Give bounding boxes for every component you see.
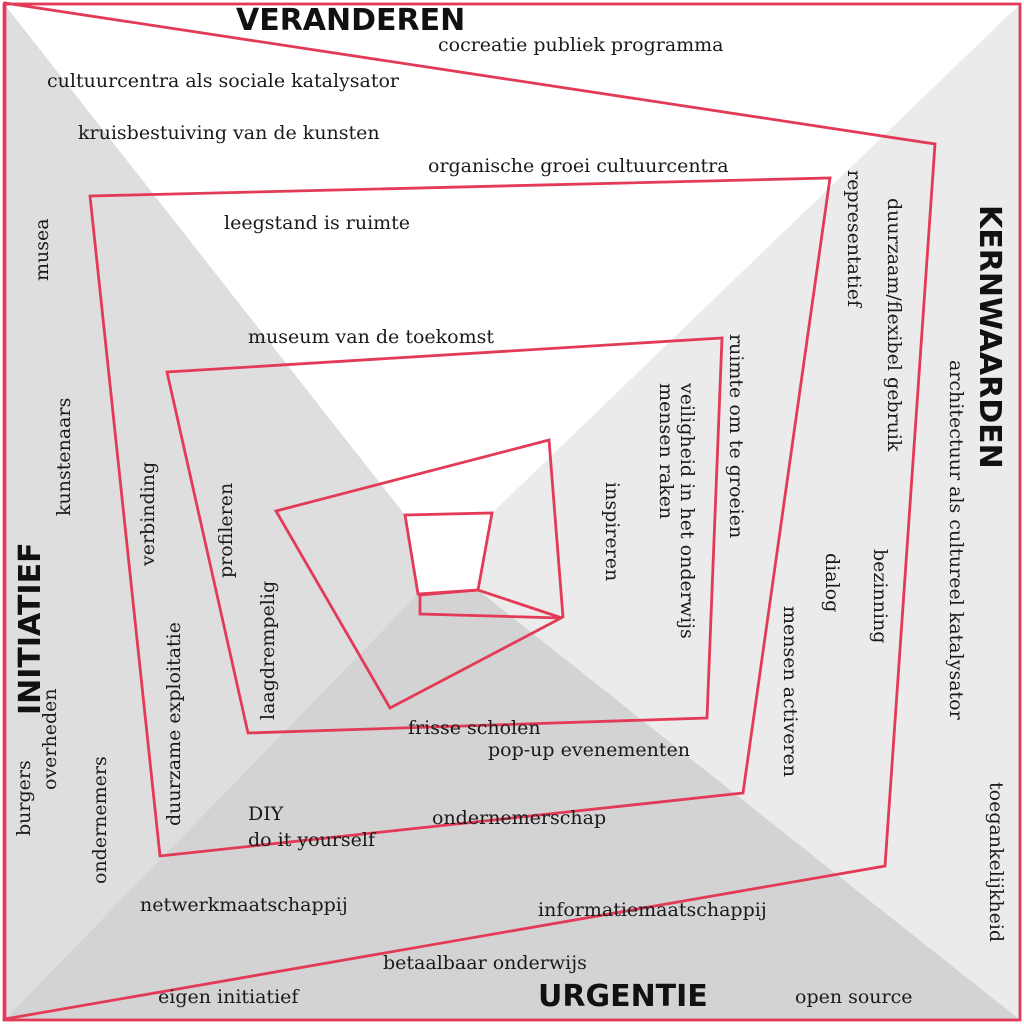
term-frisse-scholen: frisse scholen — [408, 717, 541, 739]
term-dialog: dialog — [821, 553, 843, 612]
term-netwerkmaatschappij: netwerkmaatschappij — [140, 894, 348, 916]
title-urgentie: URGENTIE — [538, 979, 708, 1014]
top-terms: cocreatie publiek programma cultuurcentr… — [47, 34, 729, 348]
ring-6 — [418, 588, 563, 620]
term-overheden: overheden — [39, 688, 61, 790]
term-inspireren: inspireren — [601, 482, 623, 581]
left-terms: musea kunstenaars verbinding profileren … — [13, 218, 279, 884]
term-profileren: profileren — [215, 483, 237, 578]
title-veranderen: VERANDEREN — [236, 3, 465, 38]
top-face — [5, 5, 1019, 515]
term-informatiemaatschappij: informatiemaatschappij — [538, 899, 767, 921]
term-betaalbaar-onderwijs: betaalbaar onderwijs — [383, 952, 587, 974]
term-duurzame-exploitatie: duurzame exploitatie — [163, 622, 185, 826]
right-face — [478, 5, 1019, 1019]
bottom-face — [5, 590, 1019, 1019]
background-faces — [5, 5, 1019, 1019]
ring-5 — [403, 511, 494, 596]
term-mensen-raken: mensen raken — [655, 383, 677, 519]
term-mensen-activeren: mensen activeren — [779, 606, 801, 777]
title-initiatief: INITIATIEF — [13, 542, 48, 715]
term-bezinning: bezinning — [869, 549, 891, 643]
ring-1 — [3, 1, 937, 1021]
ring-3 — [165, 336, 724, 735]
term-verbinding: verbinding — [137, 462, 159, 567]
term-ondernemerschap: ondernemerschap — [432, 807, 606, 829]
term-cultuurcentra-katalysator: cultuurcentra als sociale katalysator — [47, 70, 400, 92]
term-kruisbestuiving: kruisbestuiving van de kunsten — [78, 122, 380, 144]
term-kunstenaars: kunstenaars — [53, 398, 75, 516]
term-leegstand: leegstand is ruimte — [224, 212, 410, 234]
left-face — [5, 5, 418, 1019]
term-cocreatie: cocreatie publiek programma — [438, 34, 724, 56]
term-open-source: open source — [795, 986, 913, 1008]
term-laagdrempelig: laagdrempelig — [257, 581, 279, 720]
ring-4 — [273, 438, 565, 710]
term-ruimte-groeien: ruimte om te groeien — [725, 334, 747, 538]
term-toegankelijkheid: toegankelijkheid — [985, 782, 1007, 942]
term-organische-groei: organische groei cultuurcentra — [428, 155, 729, 177]
term-museum-toekomst: museum van de toekomst — [248, 326, 494, 348]
term-do-it-yourself: do it yourself — [248, 829, 377, 851]
term-diy: DIY — [248, 803, 284, 825]
term-architectuur-katalysator: architectuur als cultureel katalysator — [945, 360, 967, 721]
term-duurzaam-flexibel: duurzaam/flexibel gebruik — [883, 198, 905, 452]
term-musea: musea — [31, 218, 53, 281]
term-pop-up: pop-up evenementen — [488, 739, 690, 761]
term-representatief: representatief — [843, 170, 865, 309]
title-kernwaarden: KERNWAARDEN — [972, 205, 1007, 469]
term-eigen-initiatief: eigen initiatief — [158, 986, 300, 1008]
term-ondernemers: ondernemers — [89, 756, 111, 884]
term-burgers: burgers — [13, 760, 35, 836]
side-titles: VERANDEREN KERNWAARDEN URGENTIE INITIATI… — [13, 3, 1007, 1014]
term-veiligheid-onderwijs: veiligheid in het onderwijs — [676, 382, 698, 639]
ring-2 — [88, 176, 832, 858]
right-terms: representatief duurzaam/flexibel gebruik… — [601, 170, 1007, 942]
bottom-terms: frisse scholen pop-up evenementen DIY do… — [140, 717, 913, 1008]
